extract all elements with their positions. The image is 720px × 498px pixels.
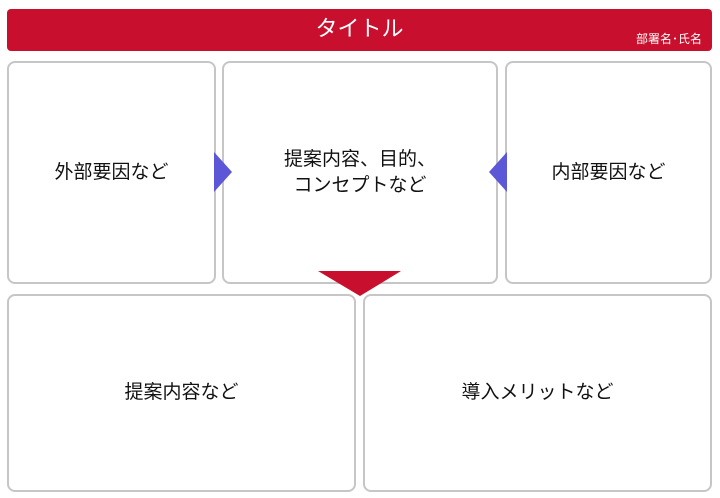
title-bar: タイトル 部署名･氏名 (7, 9, 712, 51)
external-factors-label: 外部要因など (54, 160, 169, 183)
proposal-purpose-line-2: コンセプトなど (293, 173, 427, 196)
merit-box: 導入メリットなど (363, 294, 712, 492)
proposal-content-label: 提案内容など (124, 381, 239, 404)
proposal-purpose-line-1: 提案内容、目的、 (283, 147, 436, 170)
page-title: タイトル (315, 17, 404, 42)
proposal-purpose-box: 提案内容、目的、 コンセプトなど (222, 61, 498, 284)
internal-factors-label: 内部要因など (551, 160, 666, 183)
external-factors-box: 外部要因など (7, 61, 216, 284)
internal-factors-box: 内部要因など (505, 61, 712, 284)
proposal-purpose-text: 提案内容、目的、 コンセプトなど (284, 147, 436, 198)
proposal-content-box: 提案内容など (7, 294, 356, 492)
author-label: 部署名･氏名 (635, 32, 702, 46)
merit-label: 導入メリットなど (461, 381, 614, 404)
